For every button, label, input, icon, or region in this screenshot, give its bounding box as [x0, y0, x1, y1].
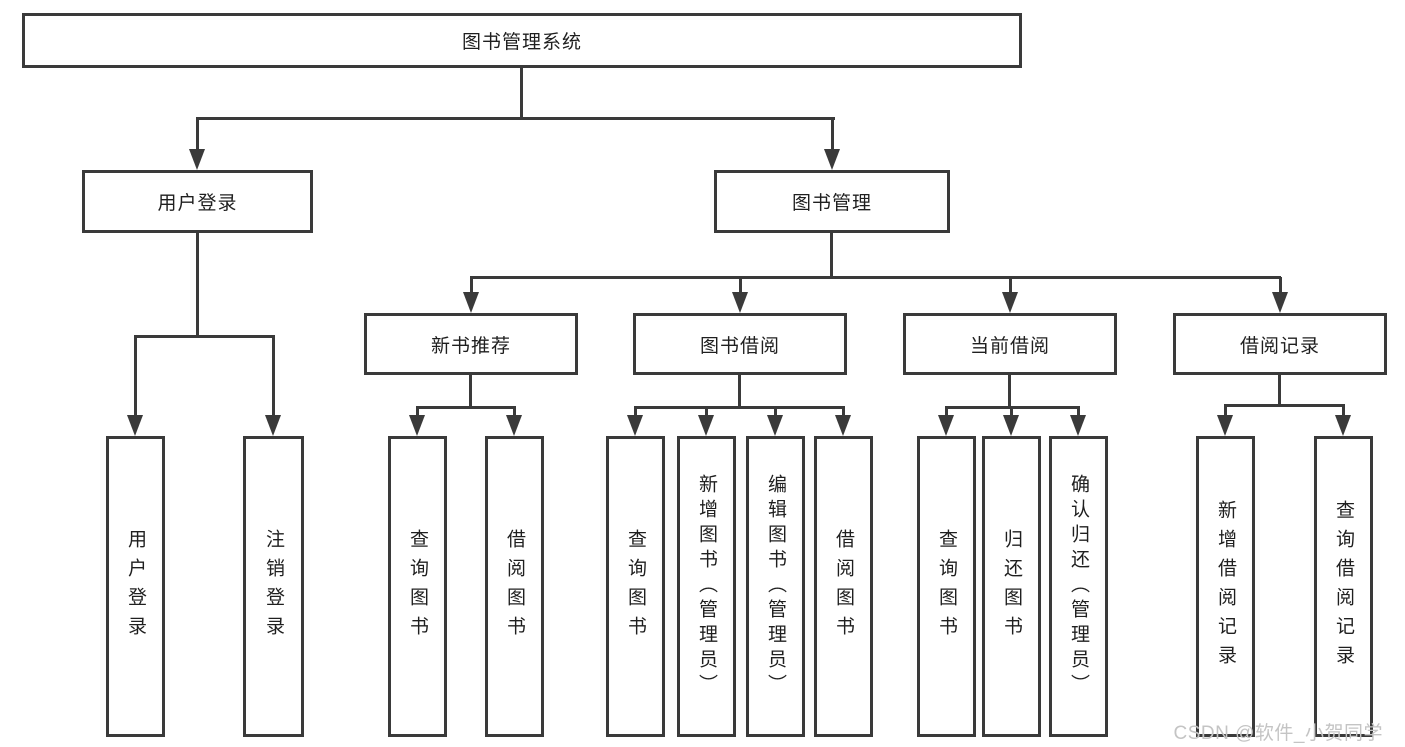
connector-line [196, 117, 835, 120]
leaf-query-books-2-label: 查询图书 [625, 528, 646, 645]
connector-line [1008, 375, 1011, 409]
leaf-add-borrow-record: 新增借阅记录 [1196, 436, 1255, 737]
connector-line [634, 406, 845, 409]
connector-arrow-down-icon [127, 336, 143, 436]
connector-line [1224, 404, 1345, 407]
leaf-query-books-1-label: 查询图书 [407, 528, 428, 645]
connector-arrow-down-icon [265, 336, 281, 436]
connector-arrow-down-icon [189, 118, 205, 170]
node-root: 图书管理系统 [22, 13, 1022, 68]
connector-arrow-down-icon [506, 407, 522, 436]
connector-arrow-down-icon [1003, 407, 1019, 436]
leaf-query-borrow-record-label: 查询借阅记录 [1333, 499, 1354, 674]
connector-arrow-down-icon [732, 277, 748, 313]
connector-arrow-down-icon [938, 407, 954, 436]
node-book-management-label: 图书管理 [791, 193, 872, 214]
node-borrow-records: 借阅记录 [1173, 313, 1387, 375]
leaf-add-borrow-record-label: 新增借阅记录 [1215, 499, 1236, 674]
leaf-add-books-admin-label: 新增图书（管理员） [696, 474, 717, 699]
connector-arrow-down-icon [1217, 405, 1233, 436]
leaf-borrow-books-2: 借阅图书 [814, 436, 873, 737]
leaf-borrow-books-2-label: 借阅图书 [833, 528, 854, 645]
leaf-borrow-books-1-label: 借阅图书 [504, 528, 525, 645]
connector-line [830, 233, 833, 279]
connector-line [196, 233, 199, 338]
leaf-user-login-label: 用户登录 [125, 528, 146, 645]
leaf-query-books-2: 查询图书 [606, 436, 665, 737]
connector-arrow-down-icon [1335, 405, 1351, 436]
connector-arrow-down-icon [1002, 277, 1018, 313]
connector-arrow-down-icon [824, 118, 840, 170]
node-user-login-label: 用户登录 [157, 193, 238, 214]
leaf-edit-books-admin: 编辑图书（管理员） [746, 436, 805, 737]
leaf-confirm-return-admin: 确认归还（管理员） [1049, 436, 1108, 737]
leaf-logout: 注销登录 [243, 436, 304, 737]
leaf-edit-books-admin-label: 编辑图书（管理员） [765, 474, 786, 699]
node-book-borrow: 图书借阅 [633, 313, 847, 375]
leaf-user-login: 用户登录 [106, 436, 165, 737]
node-current-borrow: 当前借阅 [903, 313, 1117, 375]
connector-line [134, 335, 275, 338]
node-current-borrow-label: 当前借阅 [969, 335, 1050, 357]
leaf-return-books-label: 归还图书 [1001, 528, 1022, 645]
node-borrow-records-label: 借阅记录 [1239, 335, 1320, 357]
connector-line [469, 375, 472, 409]
connector-arrow-down-icon [698, 407, 714, 436]
connector-line [945, 406, 1080, 409]
connector-arrow-down-icon [627, 407, 643, 436]
leaf-query-books-1: 查询图书 [388, 436, 447, 737]
leaf-confirm-return-admin-label: 确认归还（管理员） [1068, 474, 1089, 699]
connector-line [470, 276, 1281, 279]
leaf-add-books-admin: 新增图书（管理员） [677, 436, 736, 737]
leaf-query-books-3-label: 查询图书 [936, 528, 957, 645]
node-root-label: 图书管理系统 [461, 32, 582, 53]
leaf-return-books: 归还图书 [982, 436, 1041, 737]
connector-line [738, 375, 741, 409]
connector-arrow-down-icon [409, 407, 425, 436]
leaf-borrow-books-1: 借阅图书 [485, 436, 544, 737]
node-user-login: 用户登录 [82, 170, 313, 233]
connector-line [1278, 375, 1281, 407]
leaf-logout-label: 注销登录 [263, 528, 284, 645]
connector-arrow-down-icon [1070, 407, 1086, 436]
node-book-management: 图书管理 [714, 170, 950, 233]
connector-arrow-down-icon [835, 407, 851, 436]
connector-arrow-down-icon [463, 277, 479, 313]
leaf-query-books-3: 查询图书 [917, 436, 976, 737]
node-new-book-recommend-label: 新书推荐 [430, 335, 511, 357]
node-new-book-recommend: 新书推荐 [364, 313, 578, 375]
connector-arrow-down-icon [1272, 277, 1288, 313]
connector-line [416, 406, 516, 409]
node-book-borrow-label: 图书借阅 [699, 335, 780, 357]
connector-line [520, 68, 523, 120]
leaf-query-borrow-record: 查询借阅记录 [1314, 436, 1373, 737]
connector-arrow-down-icon [767, 407, 783, 436]
